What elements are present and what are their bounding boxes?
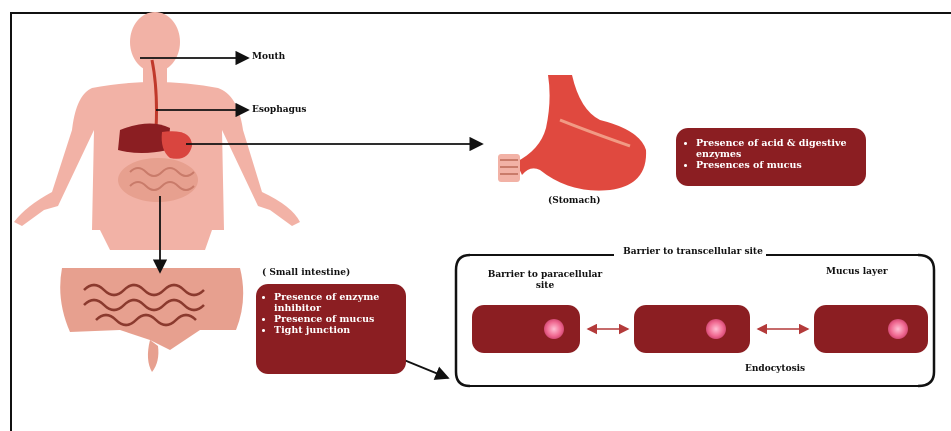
left-bracket [456,255,470,386]
epithelial-cell-2 [634,305,750,353]
stomach-properties-box: Presence of acid & digestive enzymes Pre… [676,128,866,186]
label-endocytosis: Endocytosis [745,364,805,374]
label-small-intestine: ( Small intestine) [262,268,350,278]
arrow-to-barrier [404,360,448,378]
intestine-property-item: Presence of enzyme inhibitor [274,292,398,314]
label-mucus-layer: Mucus layer [826,267,888,277]
epithelial-cell-3 [814,305,928,353]
epithelial-cell-1 [472,305,580,353]
intestine-property-item: Presence of mucus [274,314,398,325]
label-barrier-paracellular: Barrier to paracellular site [480,270,610,292]
label-barrier-transcellular: Barrier to transcellular site [618,247,768,258]
intestine-properties-box: Presence of enzyme inhibitor Presence of… [256,284,406,374]
small-intestine-illustration [60,268,243,372]
human-body-figure [14,12,300,250]
intestine-property-item: Tight junction [274,325,398,336]
stomach-illustration [498,75,646,191]
stomach-property-item: Presence of acid & digestive enzymes [696,138,856,160]
stomach-property-item: Presences of mucus [696,160,856,171]
label-stomach: (Stomach) [548,196,601,206]
label-esophagus: Esophagus [252,105,307,115]
label-mouth: Mouth [252,52,285,62]
